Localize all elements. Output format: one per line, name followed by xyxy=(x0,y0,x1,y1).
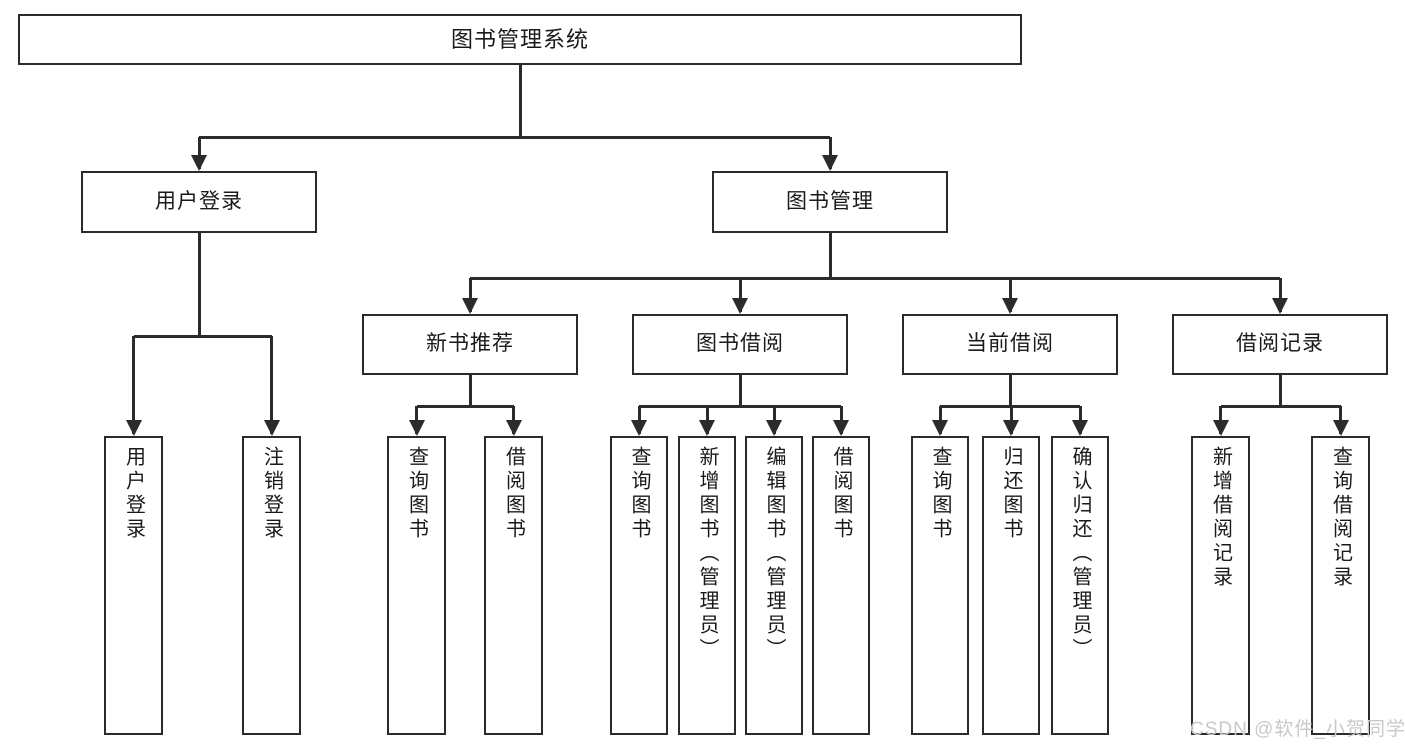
connector-login-bus xyxy=(133,334,272,338)
leaf-node-1[interactable]: 用户登录 xyxy=(104,436,163,735)
arrowhead-books-to-level3-4 xyxy=(1272,298,1288,314)
connector-1-stem xyxy=(468,375,472,406)
leaf-node-9-label: 查询图书 xyxy=(929,446,951,542)
connector-3-stem xyxy=(1008,375,1012,406)
leaf-node-2-label: 注销登录 xyxy=(260,446,283,542)
leaf-node-9[interactable]: 查询图书 xyxy=(911,436,969,735)
leaf-node-6-label: 新增图书（管理员） xyxy=(696,446,718,662)
level2-node-2[interactable]: 图书管理 xyxy=(712,171,948,233)
leaf-node-12[interactable]: 新增借阅记录 xyxy=(1191,436,1250,735)
leaf-node-8-label: 借阅图书 xyxy=(830,446,852,542)
root-node-label: 图书管理系统 xyxy=(450,26,589,52)
connector-4-stem xyxy=(1278,375,1282,406)
connector-root-bus xyxy=(199,135,830,139)
level2-node-2-label: 图书管理 xyxy=(786,189,874,213)
leaf-node-2[interactable]: 注销登录 xyxy=(242,436,301,735)
leaf-node-12-label: 新增借阅记录 xyxy=(1209,446,1232,590)
arrowhead-1-to-leaf-2 xyxy=(505,420,522,436)
connector-root-stem xyxy=(518,65,522,137)
level3-node-1[interactable]: 新书推荐 xyxy=(362,314,578,375)
arrowhead-2-to-leaf-2 xyxy=(699,420,715,436)
leaf-node-4[interactable]: 借阅图书 xyxy=(484,436,543,735)
arrowhead-4-to-leaf-2 xyxy=(1332,420,1349,436)
arrowhead-3-to-leaf-2 xyxy=(1003,420,1019,436)
leaf-node-5-label: 查询图书 xyxy=(628,446,650,542)
arrowhead-books-to-level3-3 xyxy=(1002,298,1018,314)
leaf-node-13[interactable]: 查询借阅记录 xyxy=(1311,436,1370,735)
connector-login-stem xyxy=(197,233,201,336)
arrowhead-2-to-leaf-1 xyxy=(631,420,647,436)
connector-2-bus xyxy=(639,404,841,408)
leaf-node-7[interactable]: 编辑图书（管理员） xyxy=(745,436,803,735)
level3-node-2[interactable]: 图书借阅 xyxy=(632,314,848,375)
connector-books-to-level3-3 xyxy=(1008,278,1012,312)
level3-node-1-label: 新书推荐 xyxy=(426,332,514,356)
leaf-node-11-label: 确认归还（管理员） xyxy=(1069,446,1091,662)
leaf-node-5[interactable]: 查询图书 xyxy=(610,436,668,735)
level3-node-4-label: 借阅记录 xyxy=(1236,332,1324,356)
level2-node-1[interactable]: 用户登录 xyxy=(81,171,317,233)
leaf-node-8[interactable]: 借阅图书 xyxy=(812,436,870,735)
level3-node-3[interactable]: 当前借阅 xyxy=(902,314,1118,375)
connector-books-bus xyxy=(470,276,1280,280)
arrowhead-4-to-leaf-1 xyxy=(1212,420,1229,436)
leaf-node-11[interactable]: 确认归还（管理员） xyxy=(1051,436,1109,735)
level2-node-1-label: 用户登录 xyxy=(155,189,243,213)
arrowhead-3-to-leaf-3 xyxy=(1072,420,1088,436)
connector-books-to-level3-4 xyxy=(1278,278,1282,312)
connector-root-to-level2-2 xyxy=(828,137,832,169)
connector-books-to-level3-2 xyxy=(738,278,742,312)
leaf-node-1-label: 用户登录 xyxy=(122,446,145,542)
arrowhead-2-to-leaf-4 xyxy=(833,420,849,436)
leaf-node-3[interactable]: 查询图书 xyxy=(387,436,446,735)
connector-books-to-level3-1 xyxy=(468,278,472,312)
connector-root-to-level2-1 xyxy=(197,137,201,169)
leaf-node-13-label: 查询借阅记录 xyxy=(1329,446,1352,590)
leaf-node-10-label: 归还图书 xyxy=(1000,446,1022,542)
connector-login-to-leaf-2 xyxy=(270,336,273,434)
arrowhead-root-to-level2-2 xyxy=(822,155,838,171)
leaf-node-6[interactable]: 新增图书（管理员） xyxy=(678,436,736,735)
arrowhead-login-to-leaf-1 xyxy=(125,420,142,436)
connector-1-bus xyxy=(416,404,514,408)
arrowhead-books-to-level3-1 xyxy=(462,298,478,314)
arrowhead-1-to-leaf-1 xyxy=(408,420,425,436)
arrowhead-2-to-leaf-3 xyxy=(766,420,782,436)
connector-login-to-leaf-1 xyxy=(132,336,135,434)
arrowhead-3-to-leaf-1 xyxy=(932,420,948,436)
leaf-node-4-label: 借阅图书 xyxy=(502,446,525,542)
connector-books-stem xyxy=(828,233,832,278)
leaf-node-10[interactable]: 归还图书 xyxy=(982,436,1040,735)
connector-2-stem xyxy=(738,375,742,406)
arrowhead-root-to-level2-1 xyxy=(191,155,207,171)
level3-node-4[interactable]: 借阅记录 xyxy=(1172,314,1388,375)
arrowhead-books-to-level3-2 xyxy=(732,298,748,314)
arrowhead-login-to-leaf-2 xyxy=(263,420,280,436)
leaf-node-7-label: 编辑图书（管理员） xyxy=(763,446,785,662)
root-node[interactable]: 图书管理系统 xyxy=(18,14,1022,65)
connector-4-bus xyxy=(1220,404,1341,408)
leaf-node-3-label: 查询图书 xyxy=(405,446,428,542)
level3-node-3-label: 当前借阅 xyxy=(966,332,1054,356)
level3-node-2-label: 图书借阅 xyxy=(696,332,784,356)
